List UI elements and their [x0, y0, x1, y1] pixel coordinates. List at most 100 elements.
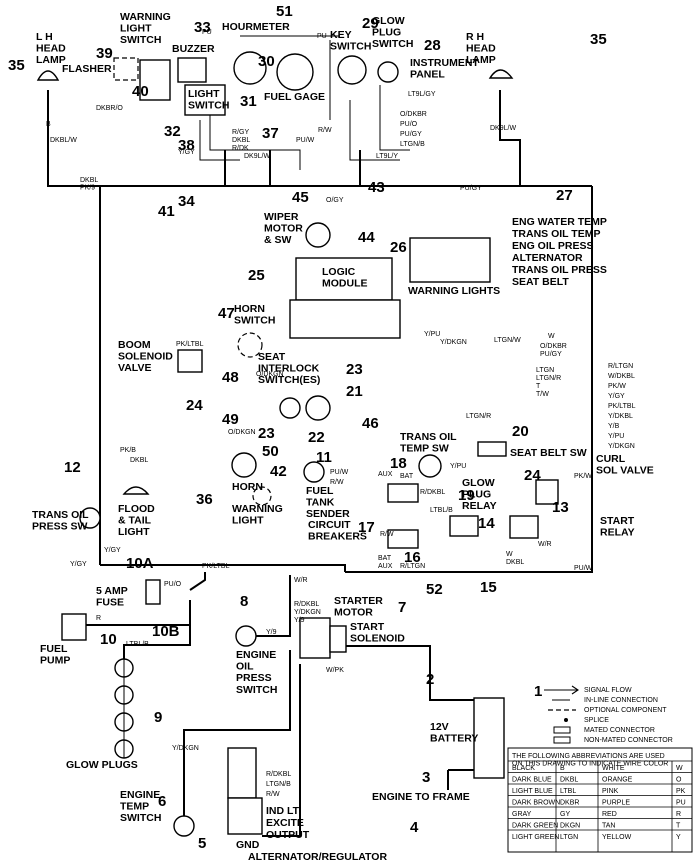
svg-text:22: 22 [308, 429, 325, 446]
legend-cell: GRAY [512, 811, 532, 818]
svg-text:T/W: T/W [536, 391, 549, 398]
svg-text:Y/DKBL: Y/DKBL [608, 413, 633, 420]
svg-text:9: 9 [154, 709, 162, 726]
svg-text:38: 38 [178, 137, 195, 154]
svg-text:1: 1 [534, 683, 542, 700]
fuel-gage: FUEL GAGE [264, 53, 325, 103]
buzzer-label: BUZZER [172, 43, 215, 55]
flasher-label: FLASHER [62, 63, 112, 75]
svg-text:PK/B: PK/B [120, 447, 136, 454]
seat-belt-sw-label: SEAT BELT SW [510, 447, 587, 459]
svg-text:34: 34 [178, 193, 195, 210]
svg-text:19: 19 [458, 487, 475, 504]
svg-text:PU/O: PU/O [164, 581, 182, 588]
legend-cell: R [676, 811, 681, 818]
svg-text:T: T [536, 383, 541, 390]
engine-to-frame-label: ENGINE TO FRAME [372, 791, 470, 803]
svg-text:39: 39 [96, 45, 113, 62]
svg-text:O/DKBR: O/DKBR [400, 111, 427, 118]
svg-text:W/DKBL: W/DKBL [608, 373, 635, 380]
bat-label-top: BAT [400, 473, 414, 480]
legend-cell: LTGN [560, 834, 578, 841]
excite-label: EXCITE [266, 817, 304, 829]
svg-text:27: 27 [556, 187, 573, 204]
legend-optional: OPTIONAL COMPONENT [584, 707, 667, 714]
alternator-regulator-label: ALTERNATOR/REGULATOR [248, 851, 387, 862]
warning-lights-block: WARNING LIGHTS ENG WATER TEMP TRANS OIL … [408, 216, 607, 297]
svg-text:R/GY: R/GY [232, 129, 249, 136]
svg-text:43: 43 [368, 179, 385, 196]
svg-text:33: 33 [194, 19, 211, 36]
aux-label-bottom: AUX [378, 563, 393, 570]
svg-text:R/W: R/W [266, 791, 280, 798]
svg-text:DKBL: DKBL [232, 137, 250, 144]
svg-text:30: 30 [258, 53, 275, 70]
svg-text:PK/W: PK/W [574, 473, 592, 480]
legend-cell: GY [560, 811, 570, 818]
hourmeter-label: HOURMETER [222, 21, 290, 33]
horn: HORN [231, 452, 263, 493]
legend-cell: LIGHT BLUE [512, 788, 553, 795]
warning-lights-label: WARNING LIGHTS [408, 285, 500, 297]
svg-text:W/R: W/R [294, 577, 308, 584]
legend-cell: LTBL [560, 788, 576, 795]
svg-text:LTGN: LTGN [536, 367, 554, 374]
svg-text:Y/PU: Y/PU [608, 433, 624, 440]
warning-light-item-6: SEAT BELT [512, 276, 569, 288]
legend-cell: B [560, 765, 565, 772]
warning-light-item-5: TRANS OIL PRESS [512, 264, 607, 276]
svg-text:LTBL/B: LTBL/B [430, 507, 453, 514]
legend-cell: DARK BLUE [512, 777, 552, 784]
legend-signal: SIGNAL FLOW [584, 687, 632, 694]
legend-cell: DKBL [560, 777, 578, 784]
svg-text:DKBR/O: DKBR/O [96, 105, 123, 112]
alternator-regulator: IND LT EXCITE OUTPUT GND ALTERNATOR/REGU… [227, 664, 387, 862]
buzzer: BUZZER [172, 43, 215, 83]
svg-text:LTGN/W: LTGN/W [494, 337, 521, 344]
warning-light-item-1: ENG WATER TEMP [512, 216, 607, 228]
svg-text:28: 28 [424, 37, 441, 54]
svg-text:LTGN/R: LTGN/R [466, 413, 491, 420]
svg-text:R/W: R/W [330, 479, 344, 486]
svg-text:32: 32 [164, 123, 181, 140]
svg-text:31: 31 [240, 93, 257, 110]
svg-text:PU/W: PU/W [574, 565, 593, 572]
svg-text:26: 26 [390, 239, 407, 256]
legend-cell: PURPLE [602, 800, 630, 807]
svg-text:R/LTGN: R/LTGN [400, 563, 425, 570]
svg-text:Y/DKGN: Y/DKGN [294, 609, 321, 616]
svg-text:2: 2 [426, 671, 434, 688]
aux-label-top: AUX [378, 471, 393, 478]
svg-text:PU/O: PU/O [400, 121, 418, 128]
svg-text:DKBL: DKBL [130, 457, 148, 464]
svg-text:Y/B: Y/B [608, 423, 620, 430]
warning-light-item-3: ENG OIL PRESS [512, 240, 594, 252]
legend-cell: TAN [602, 823, 615, 830]
legend-nonmated: NON-MATED CONNECTOR [584, 737, 673, 744]
legend-cell: O [676, 777, 682, 784]
svg-text:Y/9: Y/9 [294, 617, 305, 624]
svg-text:10A: 10A [126, 555, 154, 572]
svg-text:37: 37 [262, 125, 279, 142]
